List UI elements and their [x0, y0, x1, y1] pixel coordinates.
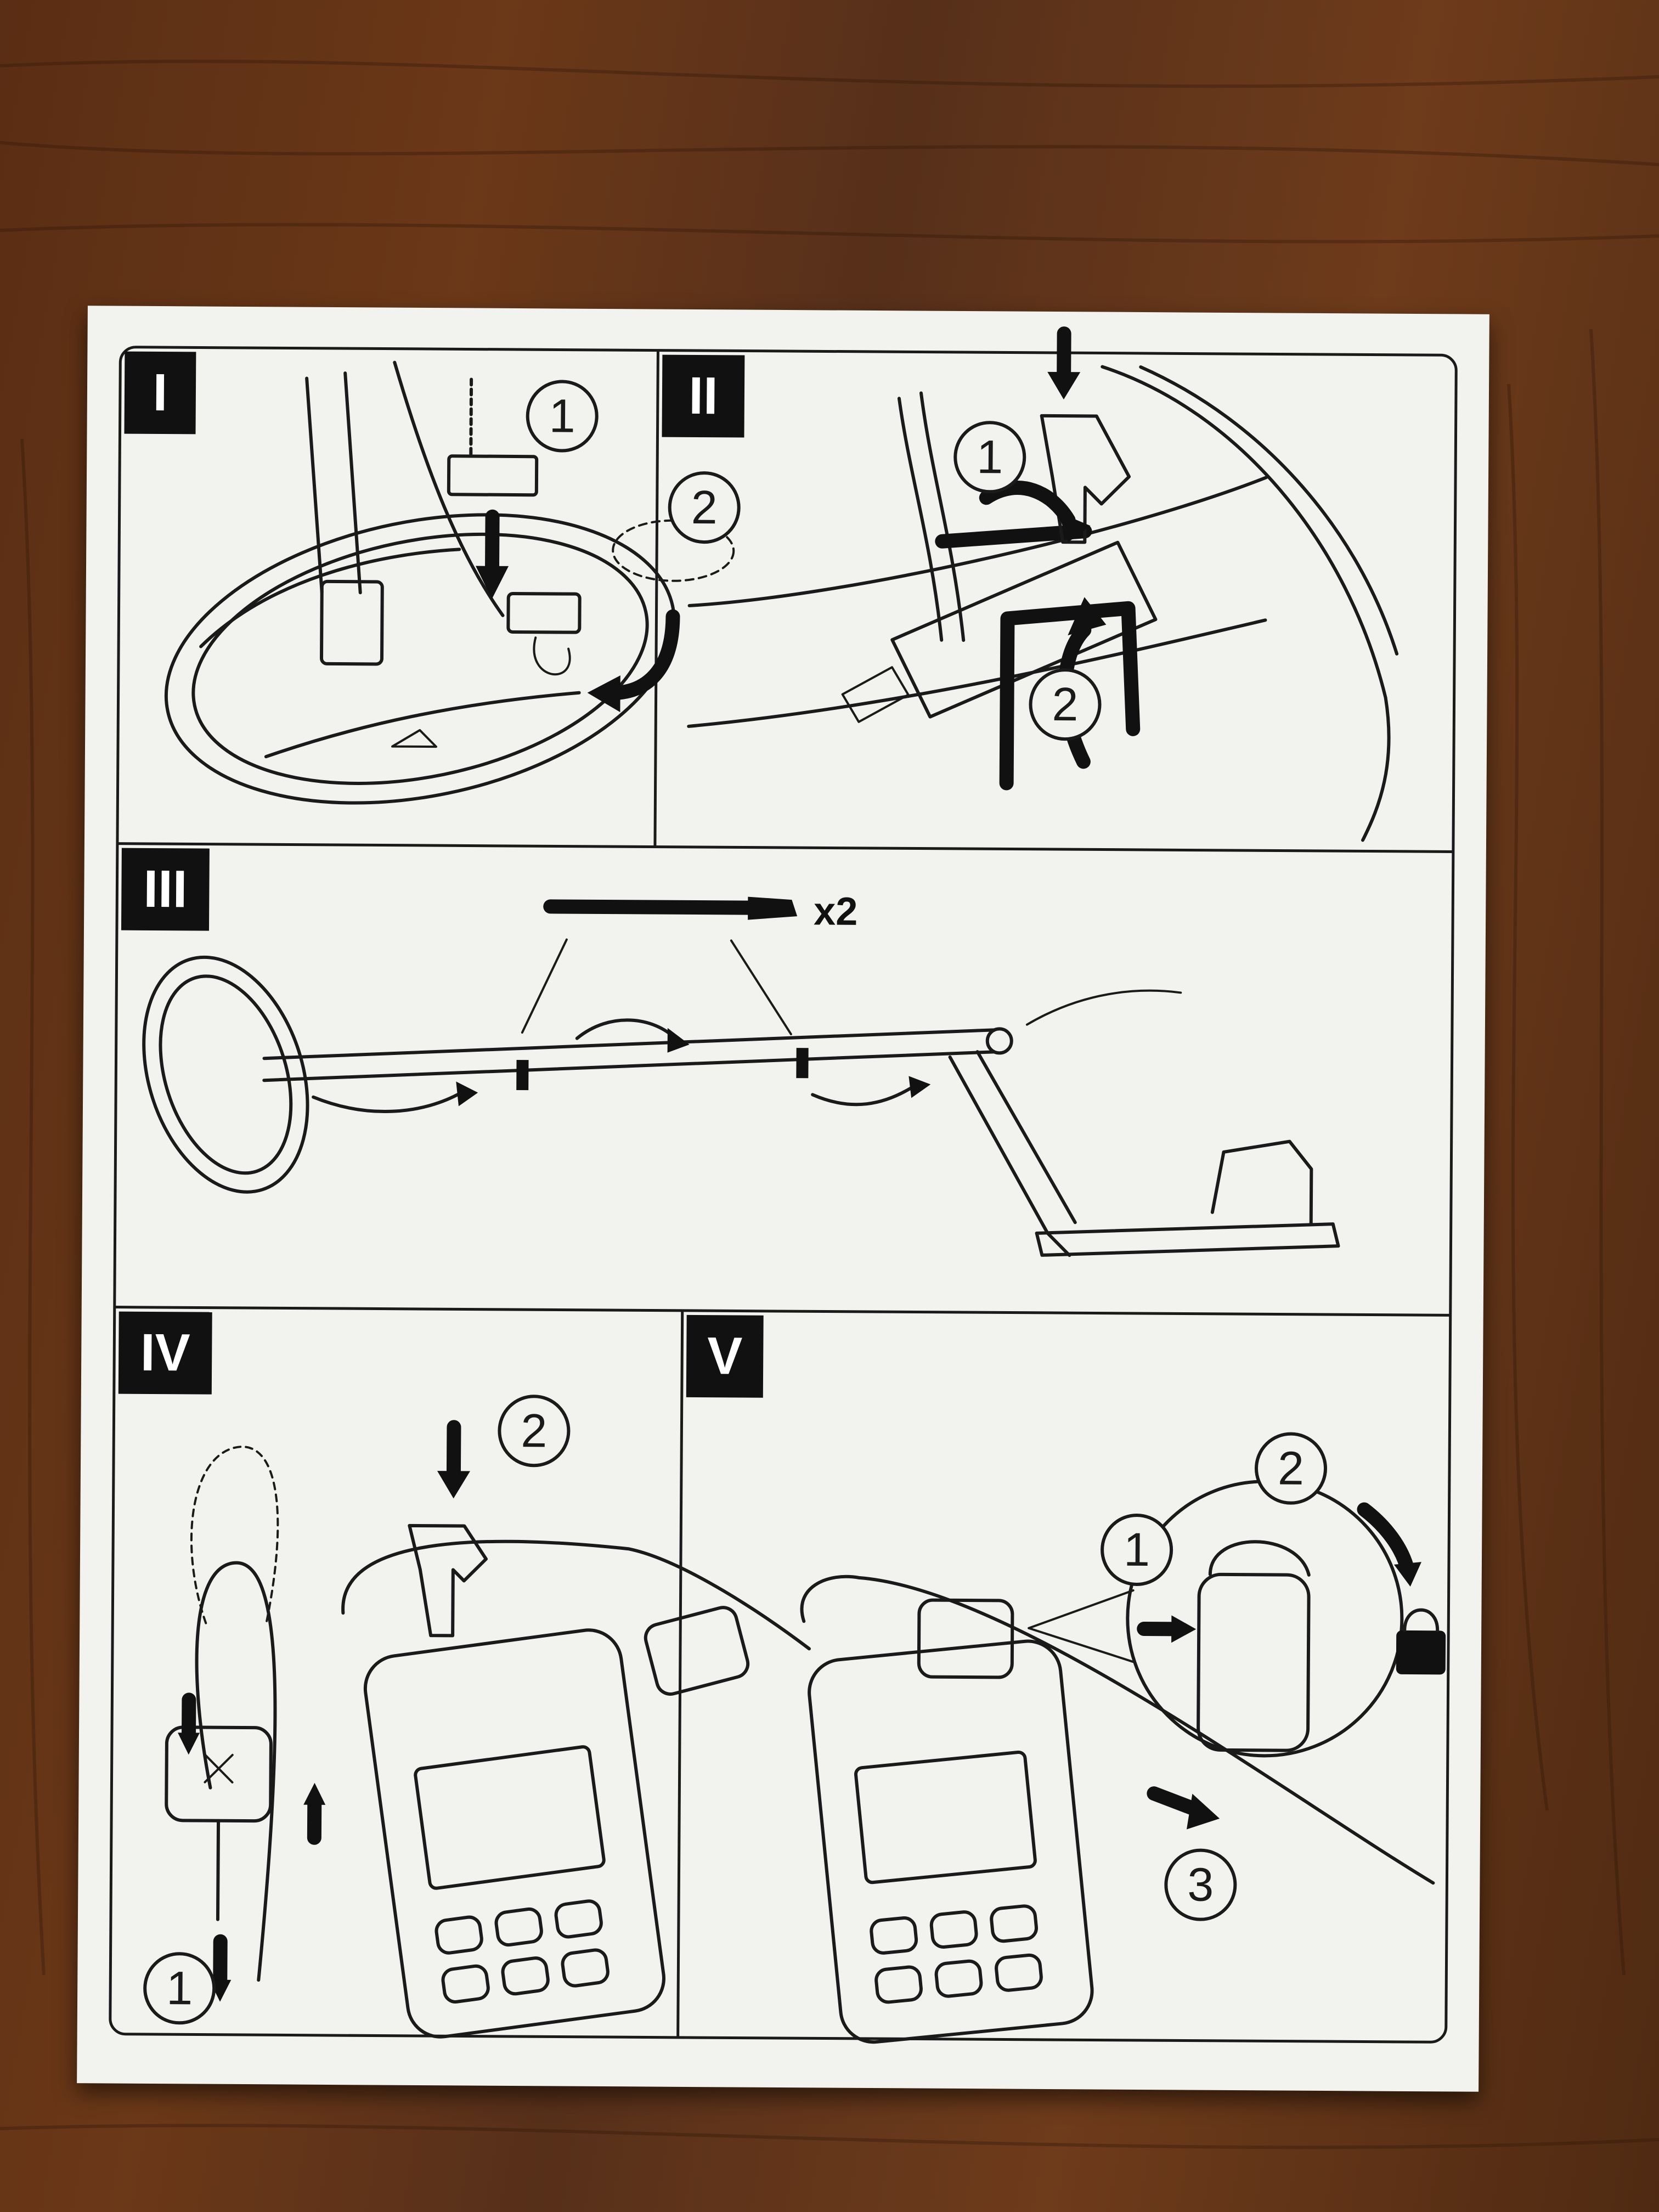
panel-v-step-2: 2 — [1254, 1432, 1328, 1505]
instruction-sheet: I II III IV V 1 2 1 2 x2 1 2 1 2 3 — [77, 306, 1489, 2092]
panel-label-v: V — [686, 1314, 764, 1398]
strap-mark-2 — [796, 1048, 809, 1079]
divider-bottom — [676, 1310, 684, 2038]
panel-v-step-3: 3 — [1164, 1848, 1237, 1922]
panel-label-i: I — [124, 351, 196, 435]
panel-iv-drawing — [165, 1420, 811, 2039]
outer-frame — [109, 346, 1458, 2044]
panel-label-iv: IV — [118, 1311, 212, 1395]
strap-quantity: x2 — [813, 889, 858, 934]
panel-ii-step-1: 1 — [953, 420, 1026, 494]
instruction-illustration — [109, 326, 1458, 2044]
panel-label-ii: II — [662, 354, 745, 438]
panel-label-iii: III — [121, 848, 210, 931]
divider-top — [653, 350, 659, 847]
hand-press-icon — [408, 1523, 488, 1638]
panel-i-step-1: 1 — [526, 380, 599, 453]
panel-v-step-1: 1 — [1100, 1513, 1173, 1587]
device-screen — [414, 1745, 606, 1890]
panel-iv-step-2: 2 — [498, 1394, 571, 1468]
panel-i-step-2: 2 — [668, 471, 741, 544]
panel-i-drawing — [164, 360, 735, 805]
divider-row2 — [114, 1306, 1451, 1317]
panel-iii-drawing — [142, 896, 1340, 1257]
strap-mark-1 — [516, 1060, 529, 1091]
panel-ii-drawing — [687, 326, 1399, 842]
divider-row1 — [117, 842, 1453, 853]
padlock-icon — [1396, 1608, 1446, 1675]
strap-icon — [543, 899, 755, 915]
panel-iv-step-1: 1 — [143, 1951, 216, 2025]
device-body — [363, 1628, 665, 2039]
panel-ii-step-2: 2 — [1029, 668, 1102, 741]
lock-inset — [1126, 1480, 1404, 1758]
